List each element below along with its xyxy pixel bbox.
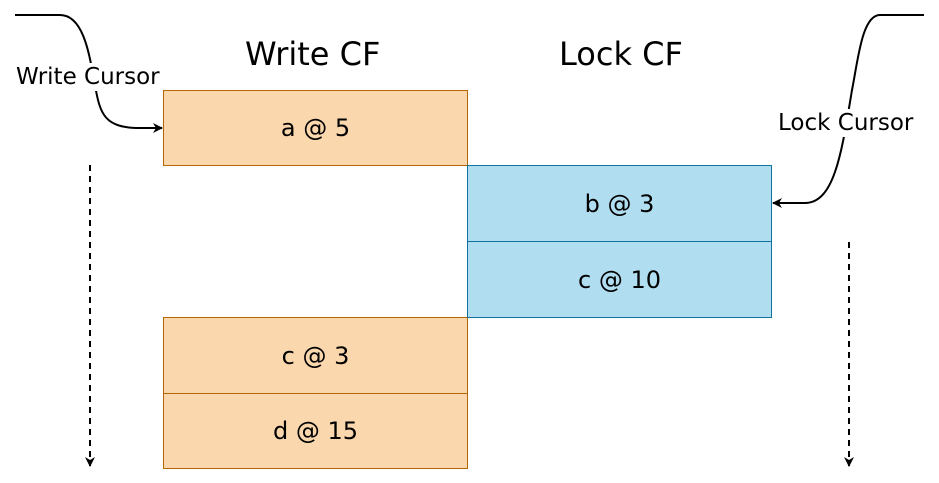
- write-cf-entry: c @ 3: [163, 317, 468, 394]
- write-cf-entry: d @ 15: [163, 393, 468, 469]
- write-cf-entry: a @ 5: [163, 90, 468, 166]
- write-cf-title: Write CF: [245, 35, 381, 73]
- lock-cursor-arrow: [772, 14, 924, 208]
- lock-cursor-label: Lock Cursor: [776, 109, 916, 137]
- write-cursor-label: Write Cursor: [14, 63, 162, 91]
- lock-cf-entry: b @ 3: [467, 165, 772, 242]
- lock-cf-entry: c @ 10: [467, 241, 772, 318]
- lock-cf-title: Lock CF: [559, 35, 683, 73]
